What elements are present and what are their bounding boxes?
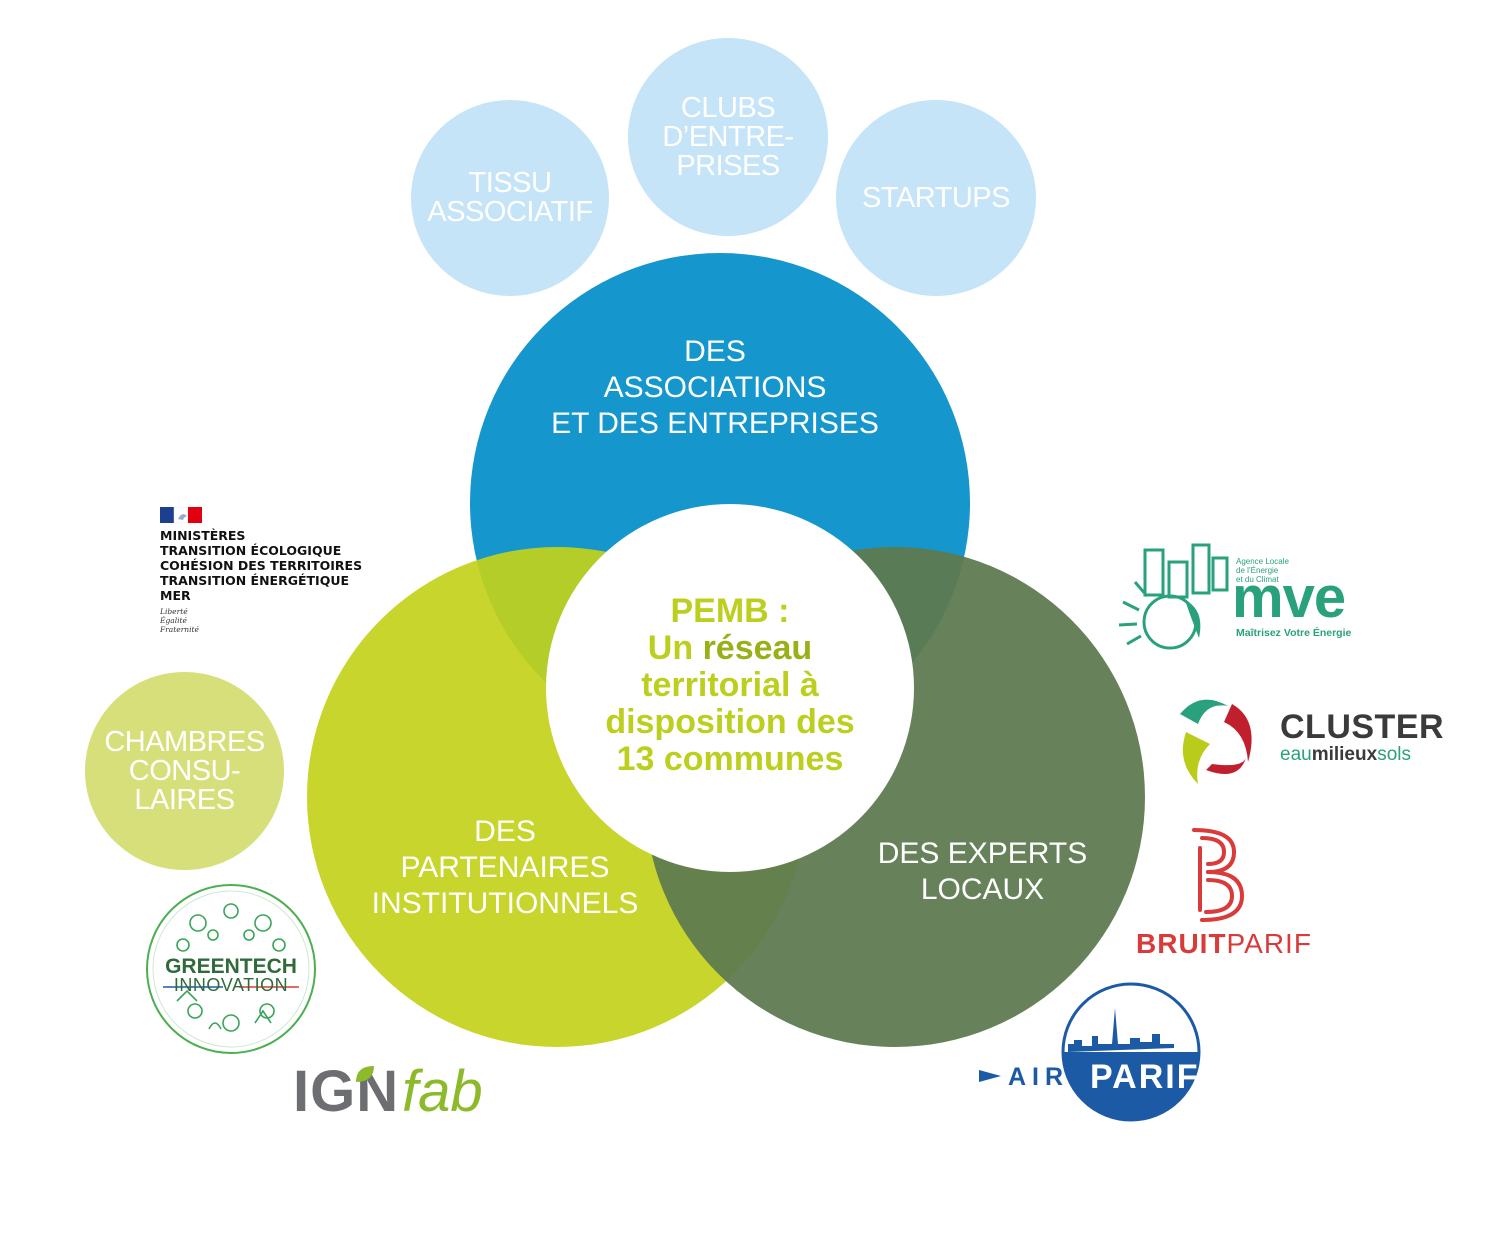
label-experts: DES EXPERTS LOCAUX: [877, 837, 1088, 906]
center-line2: Un réseau: [647, 629, 813, 667]
mve-buildings-icon: [1118, 543, 1229, 650]
label-partenaires: DES PARTENAIRES INSTITUTIONNELS: [371, 815, 639, 920]
center-circle: [546, 504, 914, 872]
bruitparif-b-icon: [1192, 828, 1245, 922]
cluster-swirl-icon: [1180, 699, 1252, 784]
airparif-skyline-icon: [979, 982, 1201, 1122]
greentech-badge-icon: [146, 884, 316, 1054]
marianne-flag-icon: [160, 507, 202, 523]
label-associations: DES ASSOCIATIONS ET DES ENTREPRISES: [551, 335, 879, 440]
leaf-icon: [356, 1066, 374, 1082]
bubble-startups: STARTUPS: [836, 100, 1036, 296]
center-title: PEMB : Un réseau territorial à dispositi…: [555, 593, 905, 778]
